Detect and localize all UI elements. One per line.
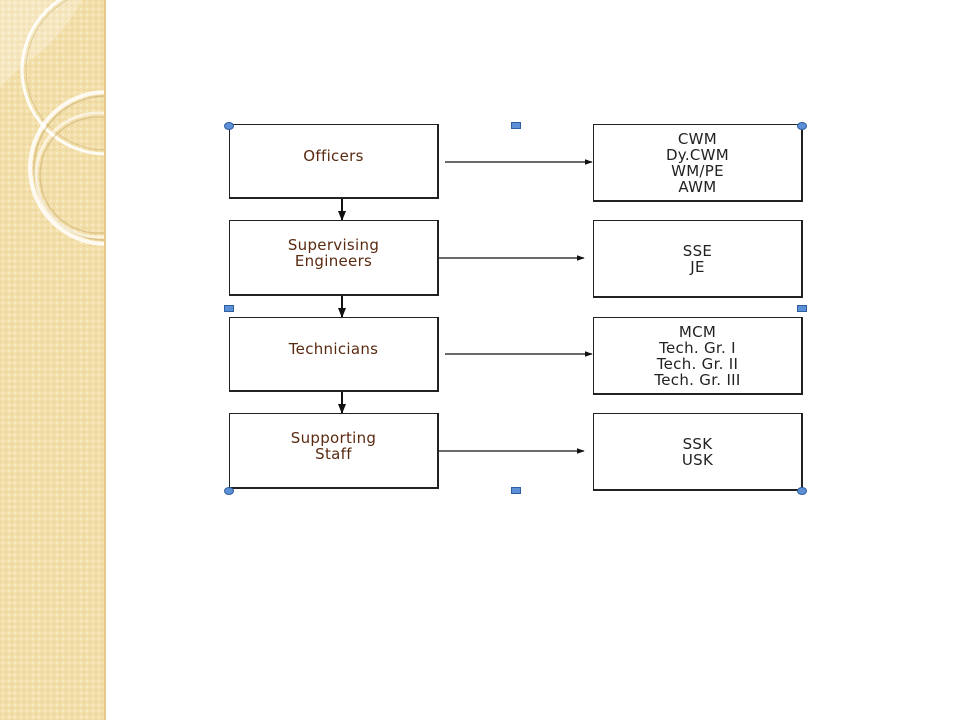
selection-handle-middle-right[interactable] xyxy=(797,305,807,312)
rank-box-officers: CWM Dy.CWM WM/PE AWM xyxy=(593,124,803,202)
rank-box-technicians: MCM Tech. Gr. I Tech. Gr. II Tech. Gr. I… xyxy=(593,317,803,395)
rank-list-supervising-engineers: SSE JE xyxy=(682,241,713,276)
sidebar-ring-small-shadow xyxy=(39,116,106,234)
sidebar-ring-large xyxy=(20,0,106,156)
role-box-officers: Officers xyxy=(229,124,439,199)
sidebar-ring-large-shadow xyxy=(25,0,106,151)
selection-handle-top-left[interactable] xyxy=(224,122,234,130)
rank-list-supporting-staff: SSK USK xyxy=(681,434,714,469)
selection-handle-middle-left[interactable] xyxy=(224,305,234,312)
role-label-supervising-engineers: Supervising Engineers xyxy=(287,235,380,270)
role-label-officers: Officers xyxy=(303,147,364,165)
rank-list-technicians: MCM Tech. Gr. I Tech. Gr. II Tech. Gr. I… xyxy=(654,322,741,389)
sidebar-rings-decoration xyxy=(0,0,106,246)
rank-list-officers: CWM Dy.CWM WM/PE AWM xyxy=(665,129,730,196)
selection-handle-bottom-right[interactable] xyxy=(797,487,807,495)
selection-handle-top-middle[interactable] xyxy=(511,122,521,129)
decorative-sidebar xyxy=(0,0,106,720)
selection-handle-bottom-left[interactable] xyxy=(224,487,234,495)
role-label-technicians: Technicians xyxy=(288,340,379,358)
role-box-technicians: Technicians xyxy=(229,317,439,392)
sidebar-ring-middle-shadow xyxy=(33,95,106,241)
sidebar-ring-small xyxy=(34,111,106,239)
rank-box-supporting-staff: SSK USK xyxy=(593,413,803,491)
selection-handle-bottom-middle[interactable] xyxy=(511,487,521,494)
sidebar-highlight-shape xyxy=(0,0,82,88)
selection-handle-top-right[interactable] xyxy=(797,122,807,130)
rank-box-supervising-engineers: SSE JE xyxy=(593,220,803,298)
sidebar-edge xyxy=(104,0,106,720)
role-label-supporting-staff: Supporting Staff xyxy=(290,428,377,463)
role-box-supervising-engineers: Supervising Engineers xyxy=(229,220,439,296)
sidebar-ring-middle xyxy=(28,90,106,246)
role-box-supporting-staff: Supporting Staff xyxy=(229,413,439,489)
